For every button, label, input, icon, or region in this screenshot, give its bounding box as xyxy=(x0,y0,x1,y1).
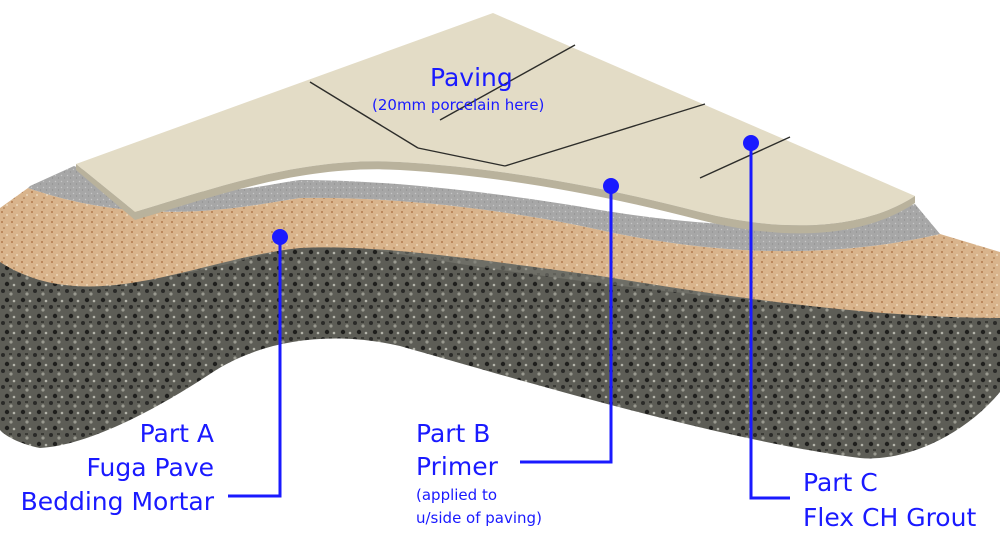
part-b-note-line-2: u/side of paving) xyxy=(416,511,542,526)
paving-title: Paving xyxy=(430,65,513,90)
paving-subtitle: (20mm porcelain here) xyxy=(372,98,544,113)
part-b-heading: Part B xyxy=(416,421,490,446)
part-a-product: Fuga Pave xyxy=(87,455,214,480)
part-c-product: Flex CH Grout xyxy=(803,505,976,530)
marker-part-c xyxy=(743,135,759,151)
part-c-heading: Part C xyxy=(803,470,878,495)
part-b-product: Primer xyxy=(416,454,498,479)
marker-part-a xyxy=(272,229,288,245)
part-a-description: Bedding Mortar xyxy=(21,489,214,514)
marker-part-b xyxy=(603,178,619,194)
part-b-note-line-1: (applied to xyxy=(416,488,497,503)
part-a-heading: Part A xyxy=(140,421,214,446)
